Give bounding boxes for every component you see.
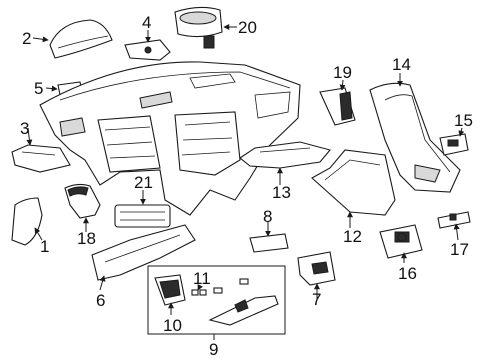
part-13-support-panel [239,141,331,169]
part-21-switch-panel [114,204,171,228]
callout-9: 9 [209,340,219,359]
part-10-storage-bin [154,274,186,306]
callout-11: 11 [193,269,211,288]
part-3-side-trim [11,144,71,173]
part-20-display [174,6,223,49]
callout-4: 4 [142,13,152,32]
part-11-clips [191,278,249,296]
callout-6: 6 [96,291,106,310]
leader-15 [458,127,465,137]
callout-13: 13 [272,183,291,202]
leader-5 [45,85,58,92]
part-knee-trim [208,295,279,326]
callout-10: 10 [163,316,182,335]
leader-17 [453,223,460,241]
part-4-bracket [124,39,171,61]
part-17-connector [437,211,471,229]
part-19-bracket [319,87,356,126]
callout-2: 2 [22,29,32,48]
leader-19 [339,79,346,91]
part-instrument-panel [39,61,301,216]
part-12-console-side [311,149,396,216]
callout-12: 12 [343,227,362,246]
callout-20: 20 [238,18,257,37]
part-1-end-panel [11,197,43,246]
callout-15: 15 [454,111,473,130]
callout-5: 5 [34,79,44,98]
callout-1: 1 [40,237,50,256]
leader-11 [197,283,204,291]
leader-6 [99,275,106,291]
kit-9-box [147,265,286,335]
callout-3: 3 [20,119,30,138]
callout-7: 7 [312,290,322,309]
leader-1 [34,227,43,241]
callout-14: 14 [392,55,411,74]
leader-2 [32,36,49,43]
part-18-duct [64,183,101,219]
callout-17: 17 [450,240,469,259]
part-7-cover [297,251,336,286]
callout-21: 21 [134,173,153,192]
part-14-center-console [369,82,461,193]
callout-19: 19 [333,63,352,82]
leader-3 [26,127,33,146]
callout-8: 8 [263,207,273,226]
part-6-lower-bracket [91,224,196,281]
callout-16: 16 [398,264,417,283]
part-15-switch [439,133,469,156]
part-2-dash-cover [49,19,113,59]
callout-18: 18 [77,229,96,248]
part-8-trim-strip [249,233,289,253]
part-16-control-module [379,224,423,259]
